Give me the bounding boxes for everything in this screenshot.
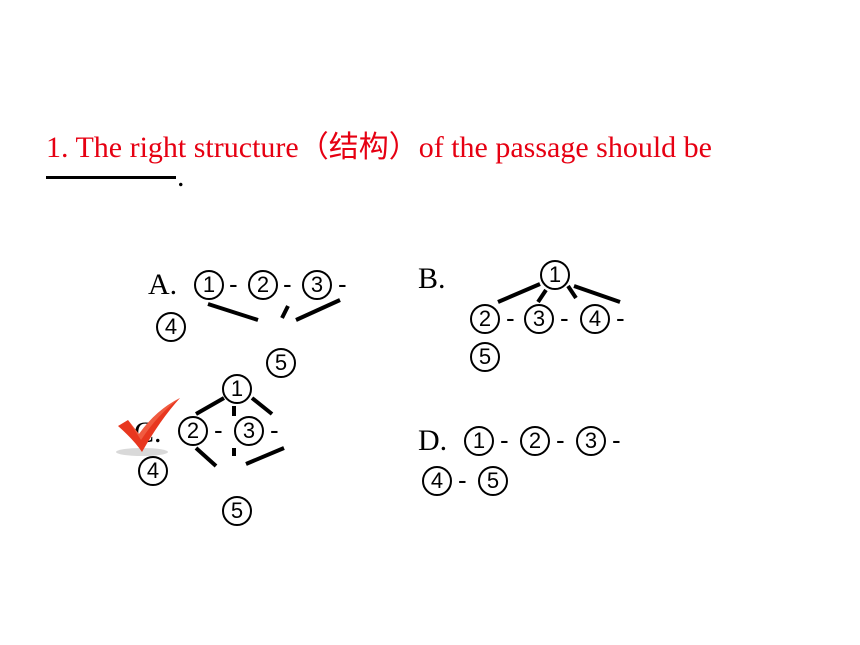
option-b-node-2: 2 (470, 304, 500, 334)
option-a-node-1: 1 (194, 270, 224, 300)
option-b-dash: - (506, 303, 515, 333)
option-d-node-2: 2 (520, 426, 550, 456)
checkmark-icon (116, 398, 180, 456)
option-a-node-3: 3 (302, 270, 332, 300)
option-d-dash: - (458, 465, 467, 495)
option-d-label[interactable]: D. (418, 424, 448, 457)
option-d-node-3: 3 (576, 426, 606, 456)
option-a-dash: - (229, 269, 238, 299)
option-c-dash: - (214, 415, 223, 445)
option-a-label[interactable]: A. (148, 268, 178, 301)
option-a-node-5: 5 (266, 348, 296, 378)
option-a-dash: - (283, 269, 292, 299)
option-a-dash: - (338, 269, 347, 299)
option-d-dash: - (612, 425, 621, 455)
option-d-dash: - (500, 425, 509, 455)
option-c-node-1: 1 (222, 374, 252, 404)
option-d-node-1: 1 (464, 426, 494, 456)
option-b-dash: - (616, 303, 625, 333)
option-b-node-1: 1 (540, 260, 570, 290)
option-d-node-5: 5 (478, 466, 508, 496)
option-c-dash: - (270, 415, 279, 445)
option-b-node-4: 4 (580, 304, 610, 334)
option-c-node-2: 2 (178, 416, 208, 446)
option-d-node-4: 4 (422, 466, 452, 496)
option-a-node-4: 4 (156, 312, 186, 342)
option-c-node-4: 4 (138, 456, 168, 486)
option-b-node-3: 3 (524, 304, 554, 334)
option-b-node-5: 5 (470, 342, 500, 372)
answer-blank[interactable] (46, 176, 176, 179)
option-c-node-5: 5 (222, 496, 252, 526)
option-b-label[interactable]: B. (418, 262, 446, 295)
question-text: 1. The right structure（结构）of the passage… (46, 131, 712, 164)
option-b-dash: - (560, 303, 569, 333)
option-d-dash: - (556, 425, 565, 455)
option-a-node-2: 2 (248, 270, 278, 300)
option-c-node-3: 3 (234, 416, 264, 446)
question-period: . (177, 160, 185, 193)
